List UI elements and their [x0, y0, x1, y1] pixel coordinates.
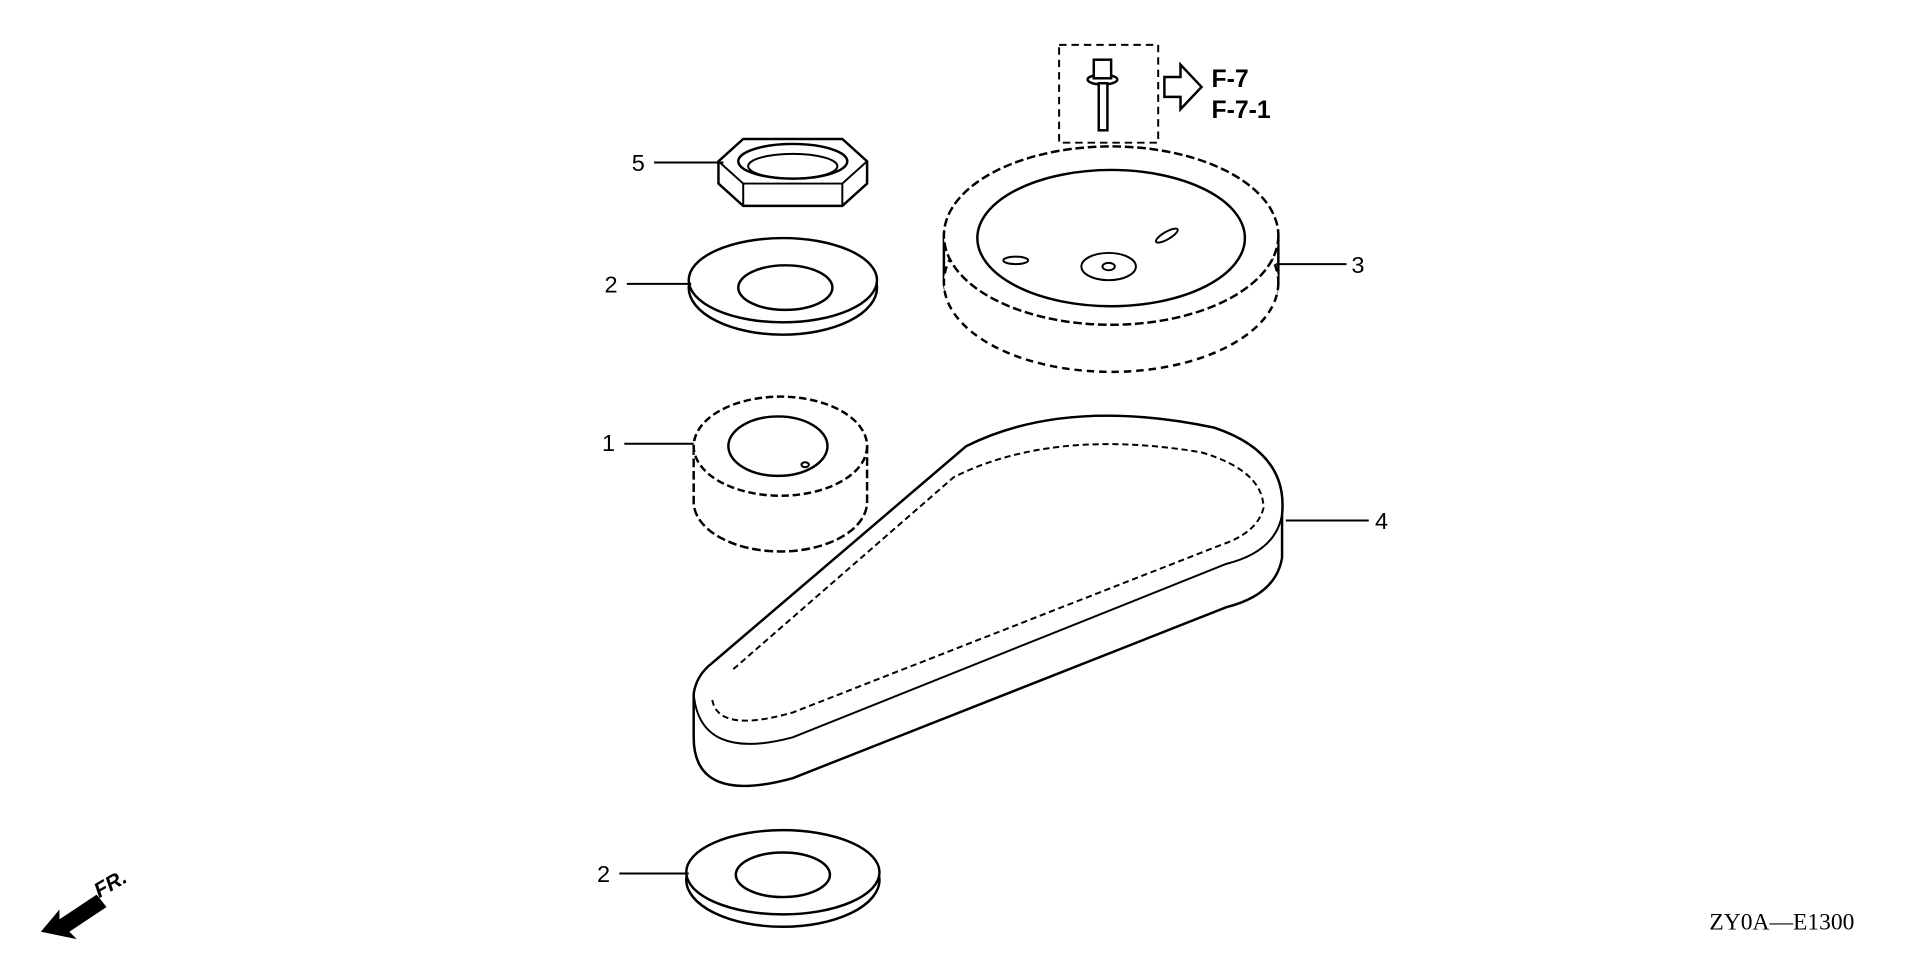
link-f-7-1[interactable]: F-7-1: [1211, 97, 1270, 124]
callout-4: 4: [1285, 508, 1388, 534]
callout-2-lower: 2: [597, 861, 689, 887]
front-direction-indicator: FR.: [40, 866, 131, 940]
callout-3: 3: [1275, 252, 1365, 278]
callout-5: 5: [632, 150, 724, 176]
svg-text:2: 2: [604, 272, 617, 298]
svg-text:3: 3: [1351, 252, 1364, 278]
diagram-code: ZY0A—E1300: [1709, 909, 1854, 935]
arrow-icon: [40, 894, 107, 940]
timing-belt-part[interactable]: [692, 414, 1284, 788]
svg-text:2: 2: [597, 861, 610, 887]
link-f-7[interactable]: F-7: [1211, 66, 1248, 93]
svg-text:4: 4: [1375, 508, 1388, 534]
callout-1: 1: [602, 430, 694, 456]
washer-lower-part[interactable]: [685, 828, 881, 929]
bolt-icon: [1086, 58, 1119, 132]
bolt-reference: [1058, 43, 1204, 144]
svg-text:5: 5: [632, 150, 645, 176]
large-pulley-part[interactable]: [942, 145, 1280, 374]
small-pulley-part[interactable]: [692, 395, 869, 553]
washer-upper-part[interactable]: [687, 236, 879, 336]
nut-part[interactable]: [717, 137, 869, 208]
svg-text:1: 1: [602, 430, 615, 456]
callout-2-upper: 2: [604, 272, 692, 298]
